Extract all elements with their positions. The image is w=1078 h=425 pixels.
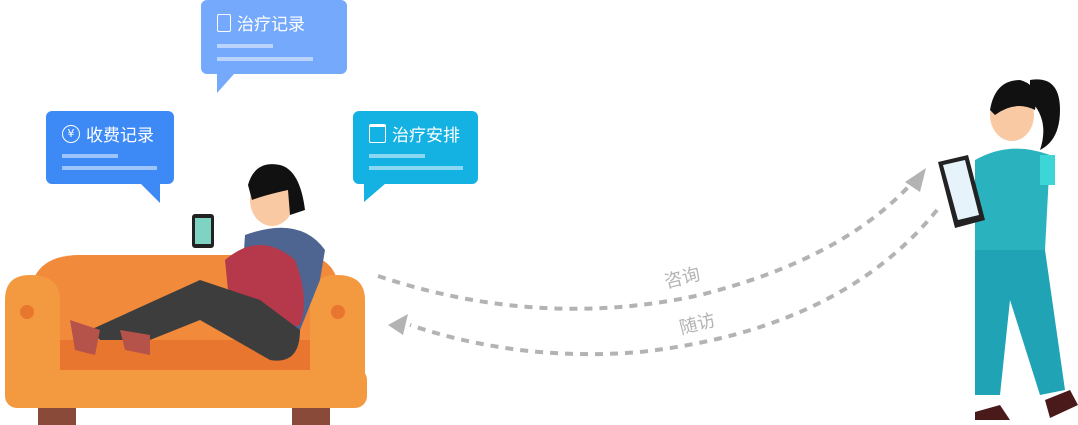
- bubble-tail: [217, 74, 234, 93]
- clipboard-icon: [217, 13, 231, 32]
- nurse-figure: [938, 79, 1078, 420]
- bubble-label: 收费记录: [86, 126, 154, 146]
- treatment-records-bubble[interactable]: 治疗记录: [201, 0, 347, 74]
- arrowhead-icon: [905, 168, 926, 192]
- consult-arrow-path: [377, 183, 912, 311]
- patient-figure: [70, 164, 325, 361]
- yen-circle-icon: ¥: [62, 124, 80, 143]
- treatment-schedule-bubble[interactable]: 治疗安排: [353, 111, 478, 184]
- calendar-icon: [369, 124, 386, 143]
- bubble-tail: [364, 183, 386, 202]
- bubble-label: 治疗安排: [392, 126, 460, 146]
- flow-arrows: [377, 183, 939, 357]
- bubble-tail: [140, 183, 160, 203]
- billing-records-bubble[interactable]: ¥ 收费记录: [46, 111, 174, 184]
- bubble-label: 治疗记录: [237, 15, 305, 35]
- arrowhead-icon: [388, 314, 408, 335]
